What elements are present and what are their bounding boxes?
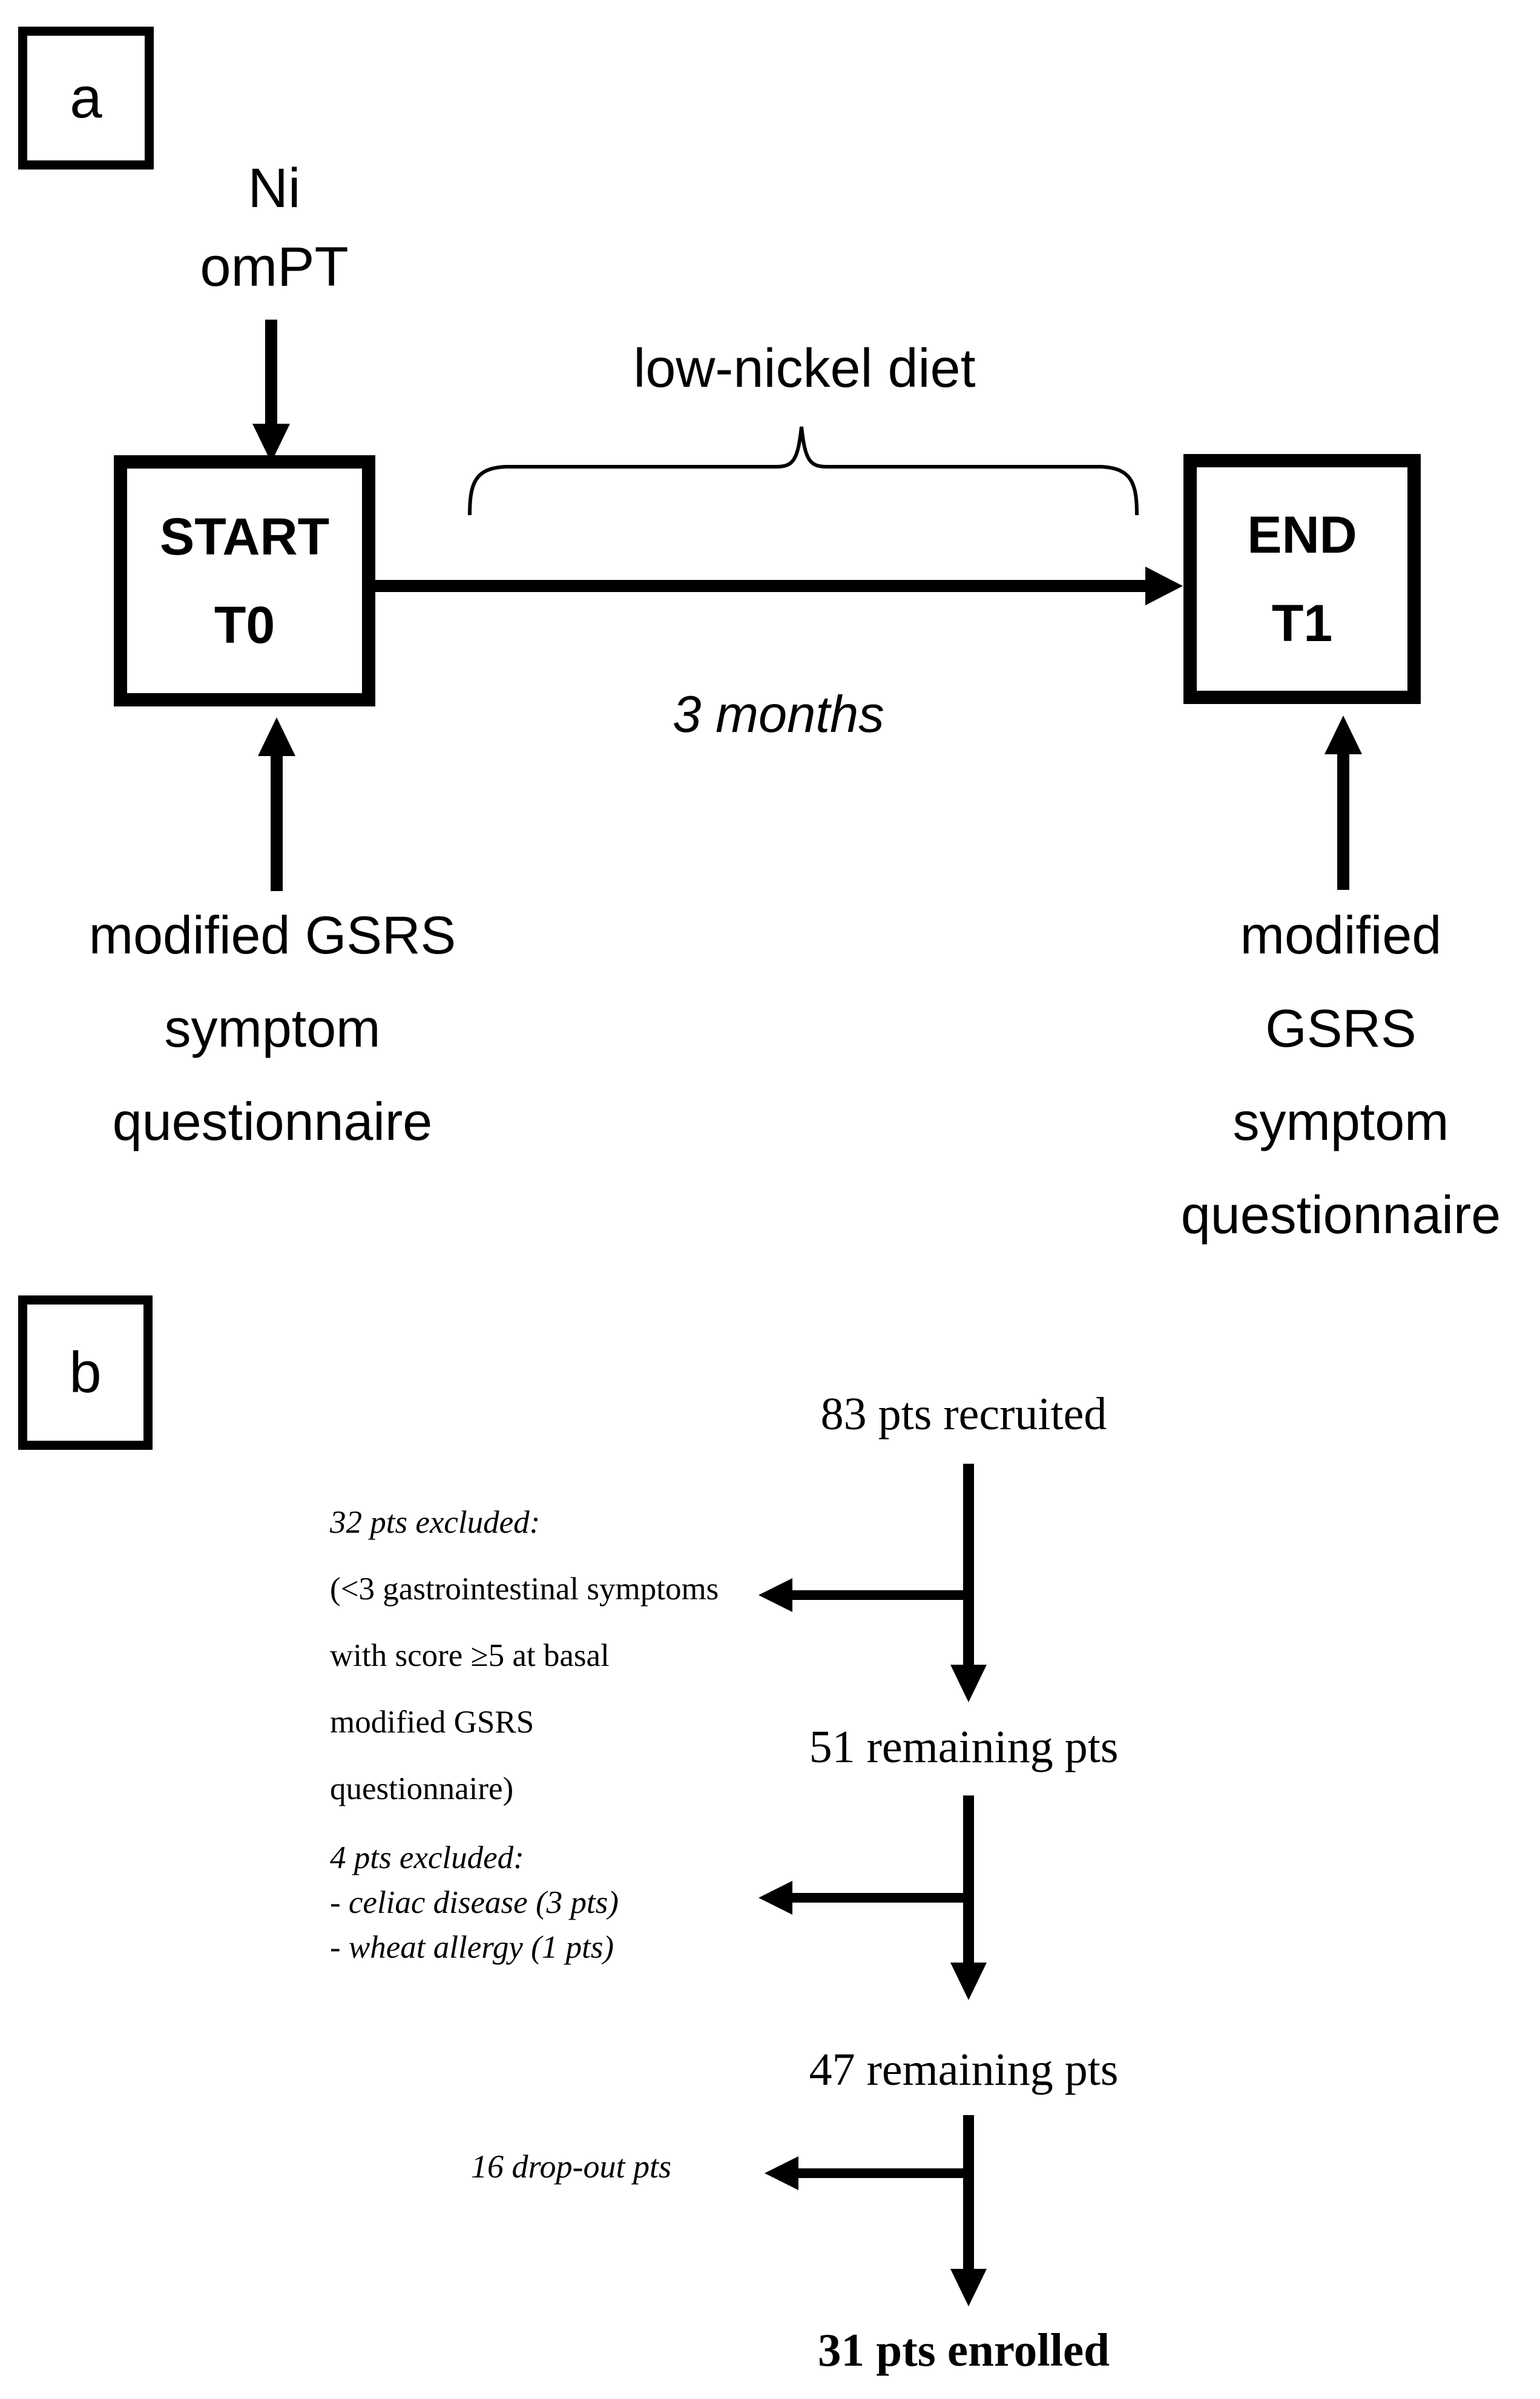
panel-b-label-box: b <box>18 1295 153 1450</box>
exclusion-1-line-4: questionnaire) <box>330 1771 514 1806</box>
start-box-line-1: START <box>159 507 330 566</box>
panel-a-label-box: a <box>18 27 154 169</box>
exclusion-1-block: 32 pts excluded: (<3 gastrointestinal sy… <box>330 1489 790 1822</box>
remaining-2-label: 47 remaining pts <box>809 2044 1119 2095</box>
panel-a-label: a <box>70 65 102 130</box>
questionnaire-right-line-3: questionnaire <box>1180 1185 1501 1245</box>
dropout-label: 16 drop-out pts <box>471 2148 672 2185</box>
timeline-arrow-head <box>1145 567 1183 605</box>
exclusion-1-line-2: with score ≥5 at basal <box>330 1638 610 1673</box>
stimulus-arrow-stem <box>265 320 277 426</box>
exclusion-2-line-2: - wheat allergy (1 pts) <box>330 1930 614 1965</box>
questionnaire-left-line-2: symptom <box>164 998 381 1058</box>
questionnaire-left-arrow-head <box>258 717 295 756</box>
questionnaire-left-line-1: modified GSRS <box>88 905 456 965</box>
stimulus-label: Ni omPT <box>200 149 348 306</box>
questionnaire-left-label: modified GSRS symptom questionnaire <box>89 889 456 1168</box>
start-box: START T0 <box>114 455 375 706</box>
exclusion-1-arrow-stem <box>791 1590 969 1600</box>
stimulus-line-1: Ni <box>248 157 301 219</box>
exclusion-1-arrow-head <box>758 1578 792 1612</box>
flow-arrow-3-stem <box>963 2115 974 2271</box>
questionnaire-right-label: modified GSRS symptom questionnaire <box>1181 889 1501 1262</box>
flow-arrow-3-head <box>950 2269 987 2306</box>
exclusion-1-title: 32 pts excluded: <box>330 1505 541 1540</box>
timeline-arrow-stem <box>375 580 1147 592</box>
dropout-arrow-head <box>765 2156 798 2190</box>
exclusion-1-line-1: (<3 gastrointestinal symptoms <box>330 1571 719 1607</box>
start-box-line-2: T0 <box>214 596 275 654</box>
exclusion-2-line-1: - celiac disease (3 pts) <box>330 1885 619 1920</box>
end-box-line-2: T1 <box>1271 594 1333 653</box>
questionnaire-right-arrow-head <box>1324 716 1362 754</box>
questionnaire-right-arrow-stem <box>1337 752 1349 890</box>
enrolled-label: 31 pts enrolled <box>817 2324 1110 2376</box>
flow-arrow-2-stem <box>963 1795 974 1965</box>
recruited-label: 83 pts recruited <box>820 1389 1107 1440</box>
dropout-arrow-stem <box>797 2168 969 2178</box>
exclusion-2-title: 4 pts excluded: <box>330 1840 524 1875</box>
stimulus-line-2: omPT <box>200 236 349 298</box>
questionnaire-left-line-3: questionnaire <box>112 1091 433 1151</box>
diet-label: low-nickel diet <box>633 338 976 399</box>
exclusion-1-line-3: modified GSRS <box>330 1705 535 1740</box>
remaining-1-label: 51 remaining pts <box>809 1722 1119 1772</box>
questionnaire-left-arrow-stem <box>271 754 283 891</box>
questionnaire-right-line-1: modified GSRS <box>1240 905 1442 1058</box>
flow-arrow-2-head <box>950 1963 987 2000</box>
end-box-line-1: END <box>1247 505 1357 564</box>
exclusion-2-arrow-head <box>758 1881 792 1915</box>
exclusion-2-arrow-stem <box>791 1893 969 1903</box>
duration-label: 3 months <box>673 686 884 743</box>
exclusion-2-block: 4 pts excluded: - celiac disease (3 pts)… <box>330 1835 790 1970</box>
panel-b-label: b <box>69 1340 102 1405</box>
flow-arrow-1-stem <box>963 1464 974 1668</box>
questionnaire-right-line-2: symptom <box>1232 1091 1449 1151</box>
end-box: END T1 <box>1183 454 1421 704</box>
flow-arrow-1-head <box>950 1665 987 1702</box>
diet-brace <box>468 426 1139 516</box>
